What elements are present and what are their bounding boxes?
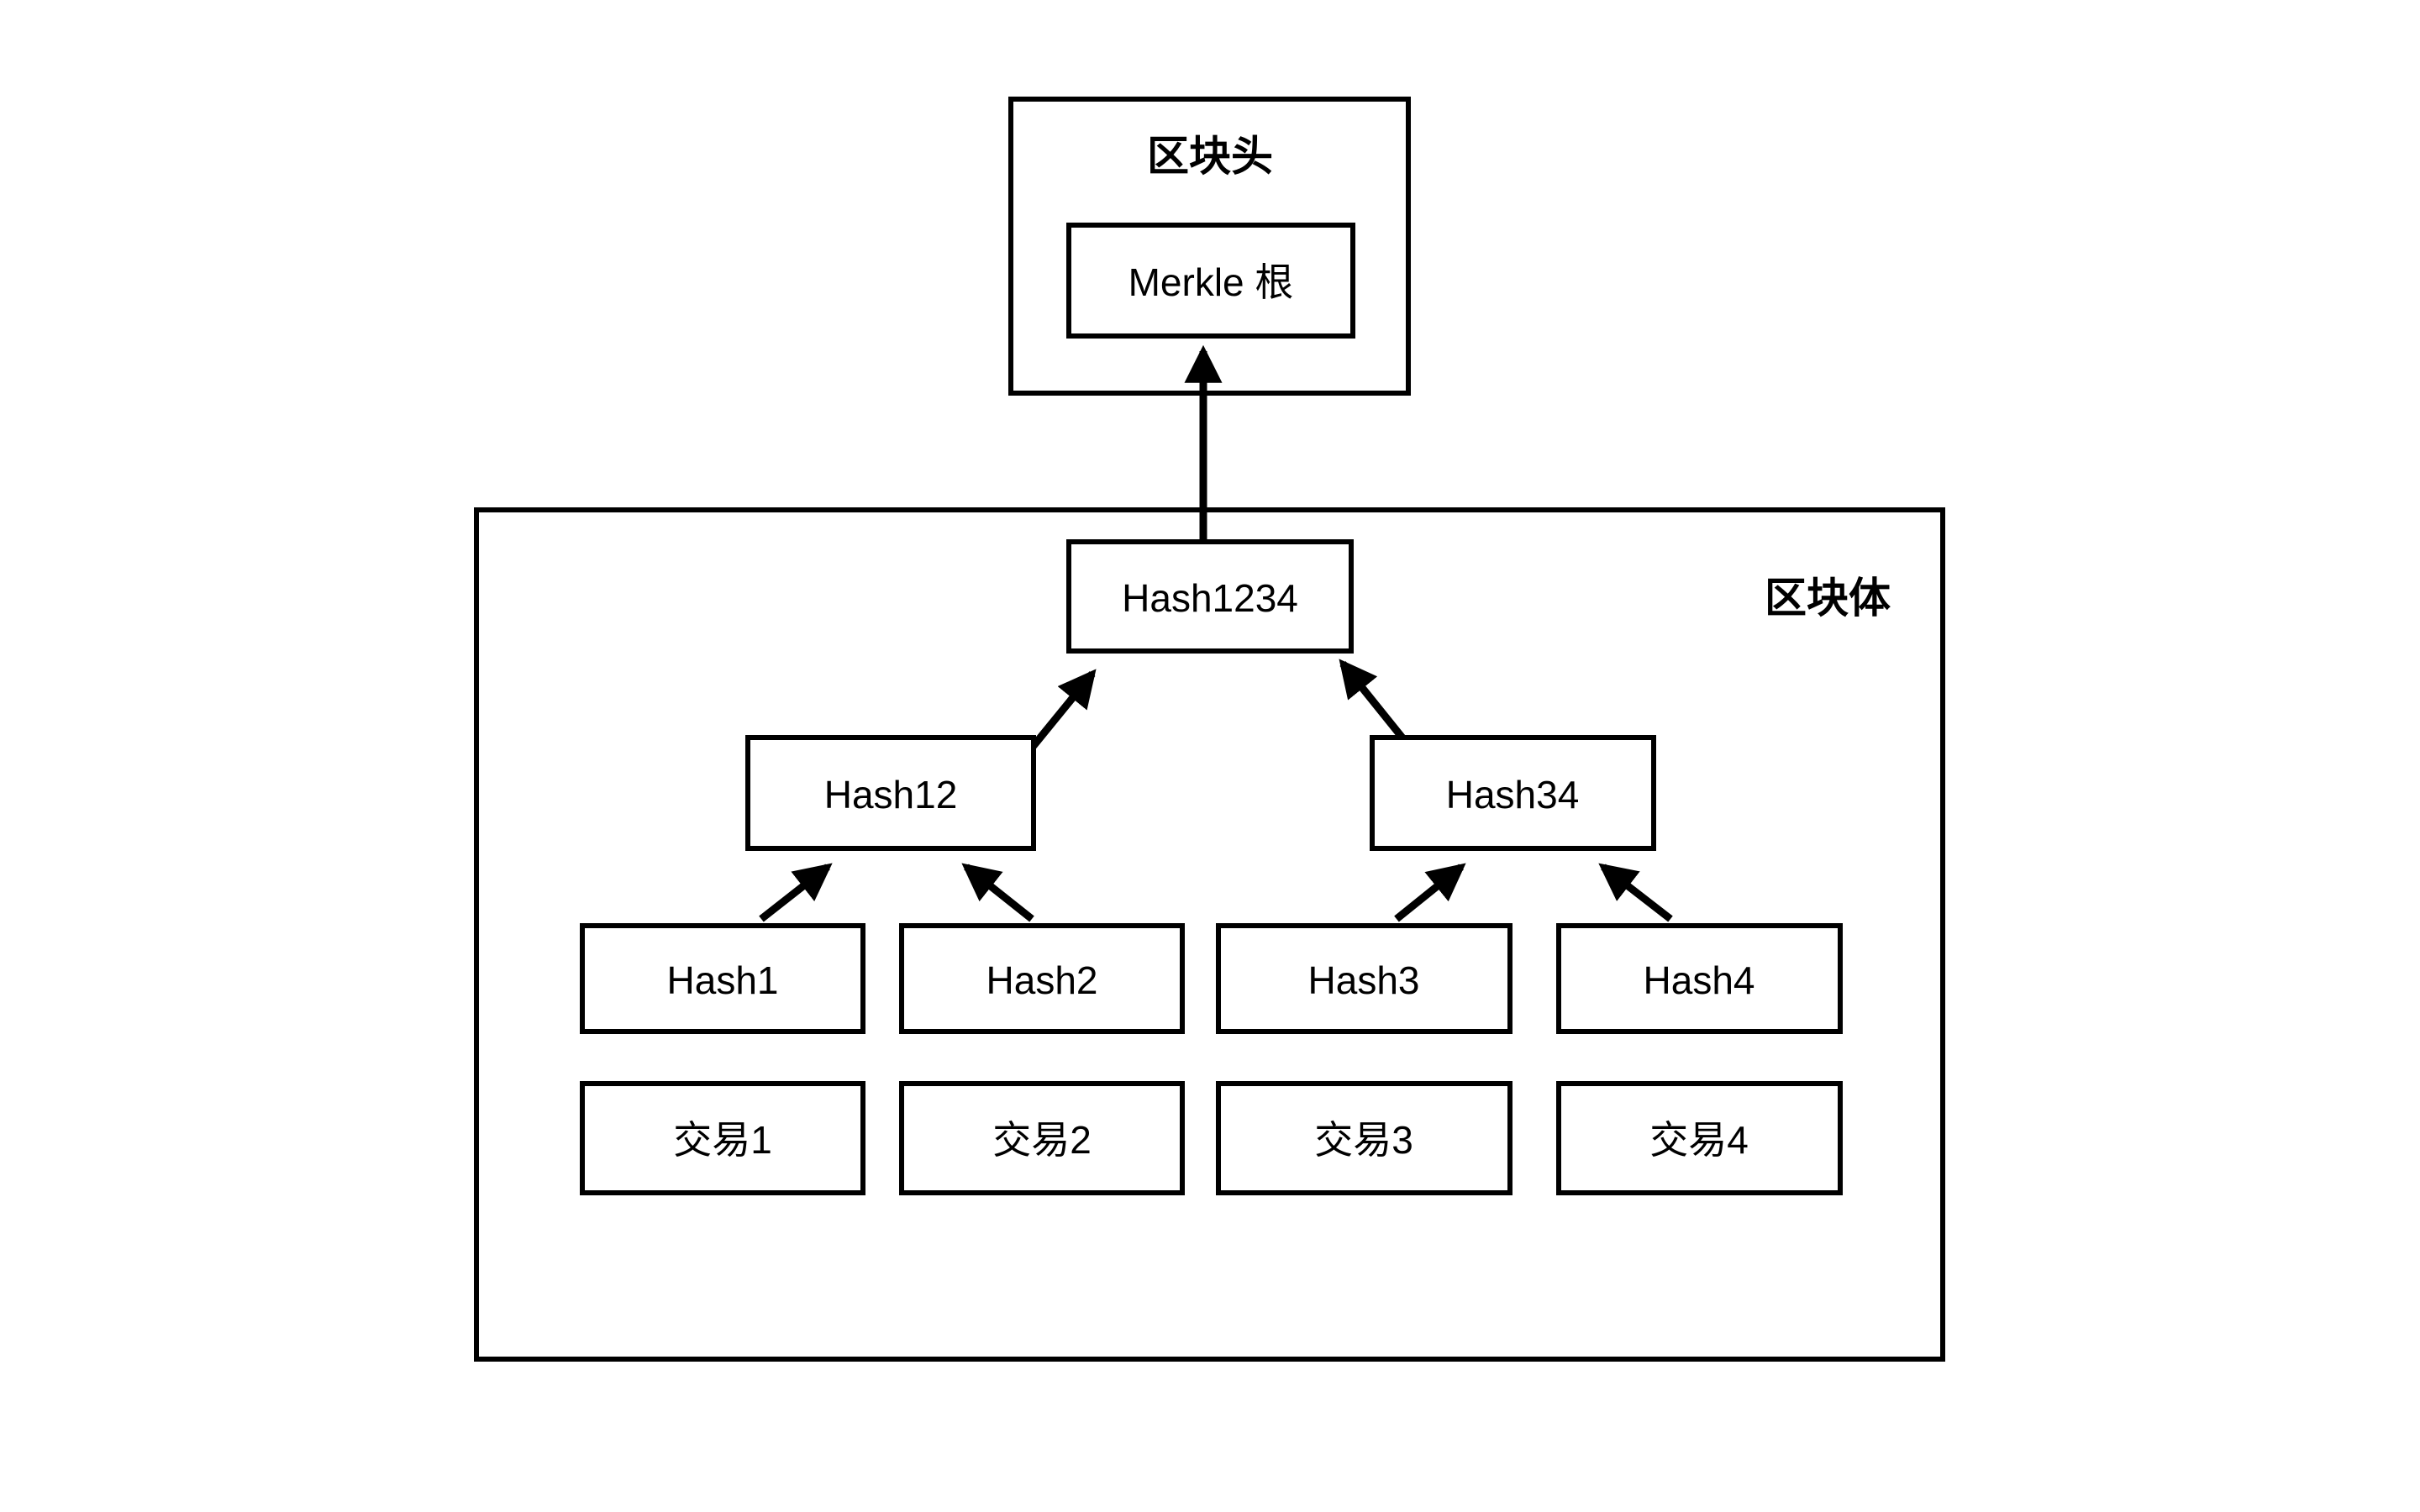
node-tx3[interactable]: 交易3 [1216, 1081, 1512, 1195]
hash3-label: Hash3 [1308, 958, 1420, 1002]
node-tx4[interactable]: 交易4 [1556, 1081, 1843, 1195]
node-tx1[interactable]: 交易1 [580, 1081, 865, 1195]
merkle-root-rect[interactable] [1066, 223, 1355, 339]
node-hash3[interactable]: Hash3 [1216, 923, 1512, 1034]
tx4-label: 交易4 [1649, 1118, 1749, 1162]
tx1-label: 交易1 [673, 1118, 772, 1162]
block-header-label: 区块头 [1147, 133, 1273, 180]
block-header-container: 区块头 [1008, 97, 1411, 396]
node-hash34[interactable]: Hash34 [1370, 735, 1656, 851]
edge-hash3-to-hash34 [1394, 863, 1466, 922]
tx1-rect[interactable] [580, 1081, 865, 1195]
hash1234-label: Hash1234 [1122, 576, 1298, 620]
edge-hash4-to-hash34 [1598, 863, 1673, 922]
edge-hash2-to-hash12 [961, 863, 1034, 922]
merkle-root-label: Merkle 根 [1128, 260, 1294, 304]
tx4-rect[interactable] [1556, 1081, 1843, 1195]
hash1-label: Hash1 [667, 958, 779, 1002]
hash1-rect[interactable] [580, 923, 865, 1034]
node-hash4[interactable]: Hash4 [1556, 923, 1843, 1034]
hash4-rect[interactable] [1556, 923, 1843, 1034]
hash2-rect[interactable] [899, 923, 1185, 1034]
hash34-label: Hash34 [1446, 773, 1580, 816]
block-body-container: 区块体 [474, 507, 1945, 1362]
hash34-rect[interactable] [1370, 735, 1656, 851]
hash1234-rect[interactable] [1066, 539, 1354, 654]
edge-hash1-to-hash12 [759, 863, 833, 922]
node-merkle-root[interactable]: Merkle 根 [1066, 223, 1355, 339]
hash2-label: Hash2 [986, 958, 1098, 1002]
tx2-label: 交易2 [992, 1118, 1092, 1162]
node-hash1[interactable]: Hash1 [580, 923, 865, 1034]
node-hash12[interactable]: Hash12 [745, 735, 1036, 851]
tx3-rect[interactable] [1216, 1081, 1512, 1195]
block-body-label: 区块体 [1765, 575, 1891, 622]
edges-group [759, 344, 1673, 922]
node-hash2[interactable]: Hash2 [899, 923, 1185, 1034]
node-hash1234[interactable]: Hash1234 [1066, 539, 1354, 654]
hash3-rect[interactable] [1216, 923, 1512, 1034]
block-header-rect [1008, 97, 1411, 396]
tx2-rect[interactable] [899, 1081, 1185, 1195]
hash12-label: Hash12 [824, 773, 958, 816]
tx3-label: 交易3 [1314, 1118, 1413, 1162]
hash12-rect[interactable] [745, 735, 1036, 851]
block-body-rect [474, 507, 1945, 1362]
hash4-label: Hash4 [1644, 958, 1755, 1002]
node-tx2[interactable]: 交易2 [899, 1081, 1185, 1195]
